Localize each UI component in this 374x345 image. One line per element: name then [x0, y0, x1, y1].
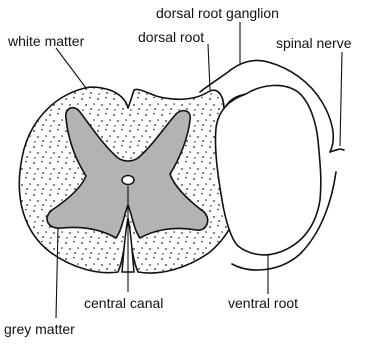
leader-dorsal-root	[208, 44, 210, 90]
label-spinal-nerve: spinal nerve	[276, 35, 352, 51]
label-dorsal-root-ganglion: dorsal root ganglion	[156, 5, 279, 21]
label-white-matter: white matter	[7, 33, 85, 49]
label-ventral-root: ventral root	[228, 295, 298, 311]
dorsal-root-ganglion	[215, 85, 320, 254]
central-canal	[122, 176, 134, 185]
label-central-canal: central canal	[84, 295, 163, 311]
label-grey-matter: grey matter	[4, 321, 75, 337]
label-dorsal-root: dorsal root	[138, 29, 204, 45]
leader-white-matter	[56, 48, 86, 88]
leader-spinal-nerve	[340, 52, 342, 146]
spinal-nerve	[330, 149, 344, 152]
